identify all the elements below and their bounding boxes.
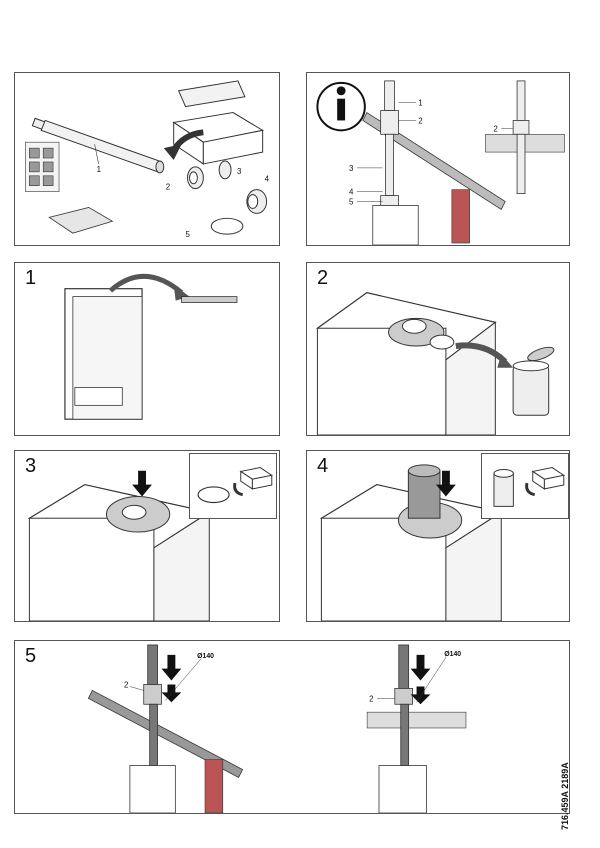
step5-right-label: 2 (369, 694, 373, 703)
part-label-5: 5 (186, 230, 191, 239)
step5-number: 5 (25, 645, 37, 667)
step2-panel: 2 (306, 262, 570, 436)
step4-number: 4 (317, 455, 329, 477)
step4-inset (481, 453, 569, 519)
part-label-1: 1 (97, 165, 101, 174)
part-label-2: 2 (166, 183, 170, 192)
info-right-label-2: 2 (493, 124, 497, 133)
step5-left-label: 2 (124, 680, 128, 689)
step4-illustration (319, 464, 503, 621)
part-label-3: 3 (237, 167, 242, 176)
step4-inset-illustration (493, 467, 566, 507)
step3-panel: 3 (14, 450, 280, 622)
step3-number: 3 (25, 455, 37, 477)
step4-panel: 4 (306, 450, 570, 622)
info-label-3: 3 (349, 164, 354, 173)
step3-illustration (27, 470, 211, 621)
part-label-4: 4 (265, 175, 270, 184)
step3-inset (189, 453, 277, 519)
step2-illustration (316, 292, 555, 435)
info-label-1: 1 (418, 99, 422, 108)
info-label-2: 2 (418, 116, 422, 125)
parts-illustration: 1 2 3 4 5 (25, 80, 270, 239)
step2-number: 2 (317, 267, 329, 289)
step1-number: 1 (25, 267, 37, 289)
info-label-4: 4 (349, 188, 354, 197)
parts-panel: 1 2 3 4 5 (14, 72, 280, 246)
step5-left-diameter: Ø140 (197, 653, 214, 660)
step3-inset-illustration (197, 467, 274, 504)
document-reference: 716.459A 2189A (560, 762, 570, 830)
info-illustration: 1 2 3 4 5 2 (316, 80, 565, 245)
info-label-5: 5 (349, 197, 354, 206)
step5-right-diameter: Ø140 (444, 651, 461, 658)
step5-illustration: Ø140 2 Ø140 2 (87, 644, 467, 813)
step5-panel: 5 Ø140 2 Ø140 2 (14, 640, 570, 814)
step1-illustration (64, 273, 238, 420)
step1-panel: 1 (14, 262, 280, 436)
info-panel: 1 2 3 4 5 2 (306, 72, 570, 246)
